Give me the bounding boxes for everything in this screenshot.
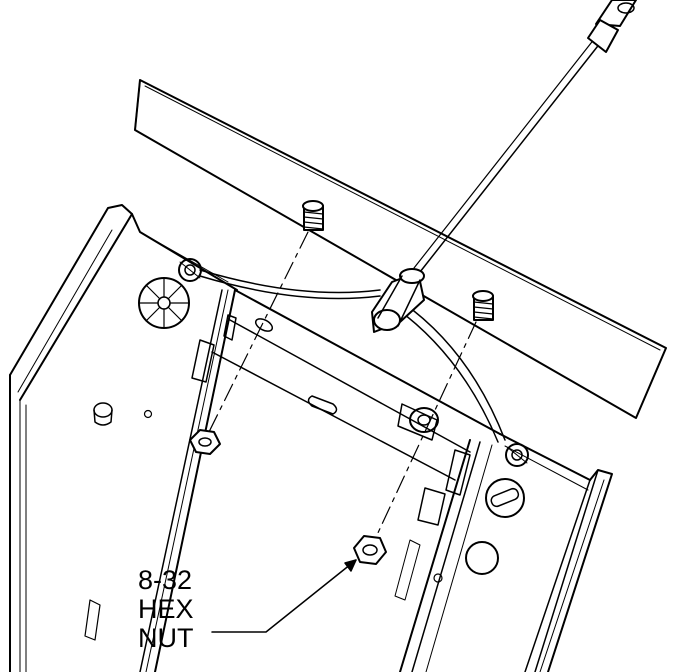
cable-knockout	[485, 478, 525, 518]
callout-line-part: NUT	[138, 623, 194, 653]
tether-hub	[371, 268, 425, 333]
hex-nut-lower	[353, 535, 387, 565]
tether-wire	[199, 269, 506, 443]
assembly-centerline	[205, 231, 477, 551]
small-hole-right	[433, 573, 443, 583]
hex-nut-upper	[189, 429, 221, 455]
callout-leader	[211, 559, 357, 633]
mounting-bracket	[211, 289, 501, 481]
hex-nut-callout: 8-32 HEX NUT	[138, 566, 258, 653]
small-hole	[143, 409, 153, 419]
stud-right	[472, 290, 494, 321]
enclosure-left-panel	[9, 204, 238, 672]
stud-left	[302, 200, 324, 231]
corner-screw-right	[505, 443, 529, 467]
cover-plate	[134, 79, 667, 419]
enclosure-right-panel	[499, 433, 613, 672]
callout-line-type: HEX	[138, 594, 194, 624]
enclosure-inner-right-wall	[394, 439, 493, 672]
knockout-grommet	[138, 277, 190, 329]
standoff-post	[93, 402, 113, 426]
callout-line-size: 8-32	[138, 565, 193, 595]
lanyard-clip	[587, 0, 637, 53]
round-knockout	[465, 541, 499, 575]
lanyard-cable	[419, 27, 613, 273]
